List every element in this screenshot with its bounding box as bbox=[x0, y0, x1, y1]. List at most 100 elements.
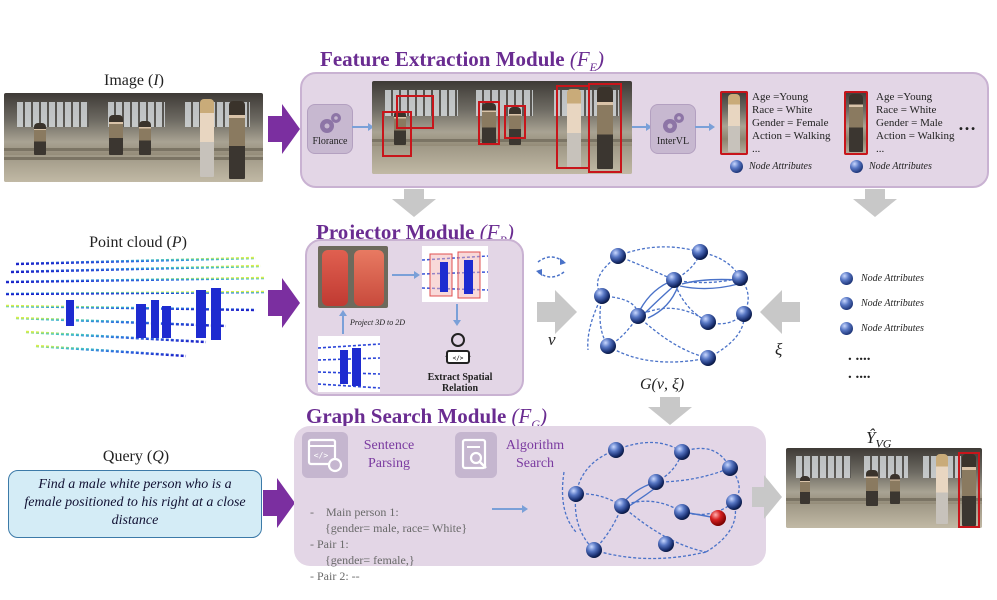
parse-line: - Pair 2: -- bbox=[310, 569, 360, 583]
parse-line: - Pair 1: bbox=[310, 537, 349, 551]
arrow-down-to-search bbox=[648, 397, 692, 425]
arrow-down-to-extract bbox=[453, 304, 461, 326]
attribute-action: Action = Walking bbox=[752, 130, 831, 142]
person-1-attributes: Age =Young Race = White Gender = Female … bbox=[752, 91, 830, 156]
arrow-parse-to-search bbox=[492, 505, 528, 513]
arrow-right-projector bbox=[392, 271, 420, 279]
extract-spatial-label: Extract Spatial Relation bbox=[427, 372, 493, 394]
arrow-query-to-search bbox=[263, 478, 295, 528]
attribute-gender: Gender = Female bbox=[752, 117, 829, 129]
query-input-label: Query (Q) bbox=[102, 448, 170, 465]
internvl-box: InterVL bbox=[650, 104, 696, 154]
node-attributes-item: Node Attributes bbox=[840, 322, 924, 335]
svg-text:</>: </> bbox=[453, 355, 464, 362]
cycle-arrows-icon bbox=[536, 256, 566, 278]
node-attributes-item: Node Attributes bbox=[840, 297, 924, 310]
sentence-parsing-icon-box: </> bbox=[302, 432, 348, 478]
projector-pointcloud-crop bbox=[318, 336, 380, 392]
arrow-search-to-output bbox=[752, 475, 782, 519]
more-ellipsis: … bbox=[958, 114, 976, 134]
node-attributes-text: Node Attributes bbox=[861, 298, 924, 309]
algorithm-search-label: Algorithm Search bbox=[505, 438, 565, 471]
arrow-nodes-into-graph bbox=[537, 290, 577, 334]
node-attributes-text: Node Attributes bbox=[749, 161, 812, 172]
graph-node-icon bbox=[840, 322, 853, 335]
search-graph bbox=[561, 441, 742, 560]
person-2-attributes: Age =Young Race = White Gender = Male Ac… bbox=[876, 91, 954, 156]
gear-icon bbox=[663, 113, 684, 133]
image-input-label: Image (I) bbox=[104, 72, 164, 89]
result-bounding-box bbox=[958, 452, 980, 528]
more-dots: . .... bbox=[848, 348, 871, 364]
parse-line: {gender= male, race= White} bbox=[310, 521, 468, 535]
algorithm-search-icon-box bbox=[455, 432, 497, 478]
graph-node-icon bbox=[840, 272, 853, 285]
query-text: Find a male white person who is a female… bbox=[24, 477, 246, 528]
person-crop-female bbox=[720, 91, 748, 155]
arrow-detection-to-internvl bbox=[632, 123, 652, 131]
arrow-pointcloud-to-projector bbox=[268, 278, 300, 328]
output-image bbox=[786, 448, 982, 528]
person-crop-male bbox=[844, 91, 868, 155]
output-label: ŶVG bbox=[866, 428, 891, 451]
florance-label: Florance bbox=[312, 136, 348, 147]
project-label: Project 3D to 2D bbox=[350, 318, 406, 327]
feature-extraction-title-text: Feature Extraction Module bbox=[320, 47, 565, 71]
arrow-up-from-pointcloud bbox=[339, 310, 347, 334]
bounding-box bbox=[478, 101, 500, 145]
node-attributes-text: Node Attributes bbox=[861, 273, 924, 284]
attribute-race: Race = White bbox=[752, 104, 813, 116]
projected-3d-boxes bbox=[422, 246, 488, 302]
arrow-edges-into-graph bbox=[760, 290, 800, 334]
node-attributes-text: Node Attributes bbox=[861, 323, 924, 334]
feature-extraction-title: Feature Extraction Module (FE) bbox=[320, 47, 604, 75]
attribute-age: Age =Young bbox=[876, 91, 933, 103]
parse-result: - Main person 1: {gender= male, race= Wh… bbox=[310, 488, 467, 600]
arrow-down-to-projector bbox=[392, 189, 436, 217]
graph-search-title: Graph Search Module (FG) bbox=[306, 404, 548, 432]
pointcloud-input-label: Point cloud (P) bbox=[89, 234, 187, 251]
xi-symbol: ξ bbox=[775, 340, 783, 359]
florance-box: Florance bbox=[307, 104, 353, 154]
code-window-gear-icon: </> bbox=[307, 438, 343, 473]
point-cloud-image bbox=[6, 254, 268, 358]
scene-graph bbox=[587, 244, 752, 366]
graph-node-icon bbox=[840, 297, 853, 310]
bounding-box bbox=[556, 85, 590, 169]
output-label-text: ŶVG bbox=[866, 428, 892, 451]
attribute-action: Action = Walking bbox=[876, 130, 955, 142]
gear-icon bbox=[320, 113, 341, 133]
sentence-parsing-label: Sentence Parsing bbox=[363, 438, 415, 471]
input-image bbox=[4, 93, 263, 182]
arrow-florance-to-detection bbox=[352, 123, 374, 131]
graph-label: G(ν, ξ) bbox=[640, 376, 685, 393]
attribute-gender: Gender = Male bbox=[876, 117, 943, 129]
projected-people-image bbox=[318, 246, 388, 308]
graph-node-icon bbox=[850, 160, 863, 173]
detection-image bbox=[372, 81, 632, 174]
graph-node-icon bbox=[730, 160, 743, 173]
internvl-label: InterVL bbox=[656, 136, 690, 147]
svg-text:</>: </> bbox=[314, 451, 329, 460]
attribute-more: ... bbox=[876, 143, 885, 155]
arrow-internvl-to-crops bbox=[695, 123, 715, 131]
arrow-image-to-feature bbox=[268, 104, 300, 154]
node-attributes-item: Node Attributes bbox=[840, 272, 924, 285]
more-dots: . .... bbox=[848, 366, 871, 382]
node-attributes-legend-1: Node Attributes bbox=[730, 160, 812, 173]
attribute-more: ... bbox=[752, 143, 761, 155]
parse-line: {gender= female,} bbox=[310, 553, 415, 567]
node-attributes-legend-2: Node Attributes bbox=[850, 160, 932, 173]
arrow-down-to-attributes bbox=[853, 189, 897, 217]
nu-symbol: ν bbox=[548, 330, 556, 349]
query-textbox: Find a male white person who is a female… bbox=[8, 470, 262, 538]
graph-search-title-text: Graph Search Module bbox=[306, 404, 507, 428]
bounding-box bbox=[504, 105, 526, 139]
parse-line: - Main person 1: bbox=[310, 505, 399, 519]
attribute-age: Age =Young bbox=[752, 91, 809, 103]
attribute-race: Race = White bbox=[876, 104, 937, 116]
node-attributes-text: Node Attributes bbox=[869, 161, 932, 172]
search-document-icon bbox=[461, 438, 487, 470]
coder-laptop-icon: </> bbox=[445, 333, 471, 364]
bounding-box bbox=[588, 83, 622, 173]
